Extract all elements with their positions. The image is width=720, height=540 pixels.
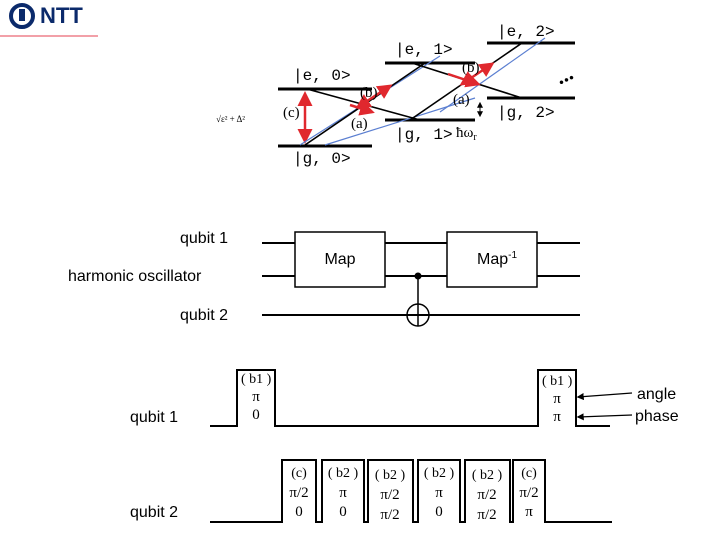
q2-pulse2-name: ( b2 )	[328, 466, 359, 481]
angle-label: angle	[637, 386, 676, 403]
q2-pulse-5: ( b2 ) π/2 π/2	[472, 468, 503, 523]
level-g0-label: |g, 0>	[293, 150, 351, 168]
phase-pointer-arrow	[576, 413, 633, 421]
qubit1-pulse-waveform	[210, 369, 610, 427]
ntt-logo-mark-icon	[9, 3, 35, 29]
level-g1-label: |g, 1>	[395, 126, 453, 144]
q2-pulse1-phase: 0	[295, 504, 303, 520]
level-e1-label: |e, 1>	[395, 41, 453, 59]
q2-pulse2-phase: 0	[339, 504, 347, 520]
q2-pulse-4: ( b2 ) π 0	[424, 466, 455, 520]
quantum-circuit: Map Map-1 qubit 1 harmonic oscillator qu…	[68, 230, 580, 327]
more-levels-ellipsis: ...	[551, 60, 577, 90]
q1-pulse1-angle: π	[252, 389, 260, 405]
q2-pulse3-name: ( b2 )	[375, 468, 406, 483]
level-g2-label: |g, 2>	[497, 104, 555, 122]
ntt-logo: NTT	[0, 3, 98, 37]
q1-pulse2-angle: π	[553, 391, 561, 407]
angle-pointer-arrow	[576, 392, 633, 401]
circuit-qubit2-label: qubit 2	[180, 307, 228, 324]
q2-pulse5-name: ( b2 )	[472, 468, 503, 483]
q2-pulse4-angle: π	[435, 485, 443, 501]
transition-b1-label: (b)	[360, 85, 378, 101]
circuit-qubit1-label: qubit 1	[180, 230, 228, 247]
q2-pulse-3: ( b2 ) π/2 π/2	[375, 468, 406, 523]
energy-splitting-label: √ε² + Δ²	[216, 114, 245, 124]
circuit-oscillator-label: harmonic oscillator	[68, 268, 202, 285]
transition-c-label: (c)	[283, 105, 300, 121]
pulse-sequence: qubit 1 qubit 2 ( b1 ) π 0 ( b1 ) π π (c…	[130, 369, 679, 523]
map-inverse-gate	[446, 231, 538, 288]
ntt-logo-bar	[19, 9, 25, 21]
q2-pulse5-phase: π/2	[477, 507, 496, 523]
pulse-qubit1-label: qubit 1	[130, 409, 178, 426]
q2-pulse3-phase: π/2	[380, 507, 399, 523]
q2-pulse6-angle: π/2	[519, 485, 538, 501]
q2-pulse4-phase: 0	[435, 504, 443, 520]
q2-pulse6-phase: π	[525, 504, 533, 520]
qubit2-pulse-waveform	[210, 459, 612, 523]
level-e2-label: |e, 2>	[497, 23, 555, 41]
q2-pulse5-angle: π/2	[477, 487, 496, 503]
q1-pulse2-phase: π	[553, 409, 561, 425]
q2-pulse6-name: (c)	[521, 466, 537, 481]
transition-a2-label: (a)	[453, 92, 470, 108]
pulse-qubit2-label: qubit 2	[130, 504, 178, 521]
ntt-logo-text: NTT	[40, 3, 83, 28]
q2-pulse-1: (c) π/2 0	[289, 466, 308, 520]
map-gate-label: Map	[324, 251, 355, 268]
energy-level-diagram: |e, 0> |e, 1> |e, 2> |g, 0> |g, 1> |g, 2…	[216, 23, 577, 168]
transition-a1-label: (a)	[351, 116, 368, 132]
q1-pulse1-name: ( b1 )	[241, 372, 272, 387]
sideband-line-2	[324, 97, 476, 146]
level-e0-label: |e, 0>	[293, 67, 351, 85]
transition-b2-label: (b)	[462, 60, 480, 76]
q2-pulse1-angle: π/2	[289, 485, 308, 501]
oscillator-energy-label: ħωr	[456, 125, 477, 143]
q1-pulse2-name: ( b1 )	[542, 374, 573, 389]
q1-pulse1-phase: 0	[252, 407, 260, 423]
q2-pulse4-name: ( b2 )	[424, 466, 455, 481]
map-gate	[294, 231, 386, 288]
q2-pulse3-angle: π/2	[380, 487, 399, 503]
transition-a1-arrow	[349, 101, 375, 116]
phase-label: phase	[635, 408, 679, 425]
q2-pulse-6: (c) π/2 π	[519, 466, 538, 520]
map-inverse-gate-label: Map-1	[477, 250, 517, 268]
q2-pulse-2: ( b2 ) π 0	[328, 466, 359, 520]
q2-pulse2-angle: π	[339, 485, 347, 501]
transition-a2-arrow	[447, 72, 481, 88]
q2-pulse1-name: (c)	[291, 466, 307, 481]
